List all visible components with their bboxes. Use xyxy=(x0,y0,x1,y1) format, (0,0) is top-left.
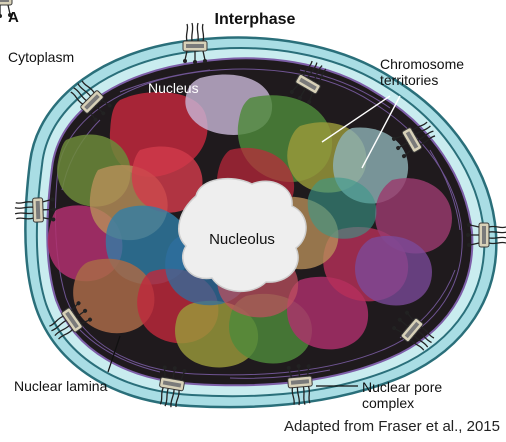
nucleolus-label: Nucleolus xyxy=(209,231,275,248)
credit-text: Adapted from Fraser et al., 2015 xyxy=(284,418,500,435)
panel-letter: A xyxy=(8,9,19,26)
nuclear-pore-complexes xyxy=(0,0,506,410)
nuclear-lamina-label: Nuclear lamina xyxy=(14,378,108,394)
chromosome-territories-line1: Chromosome xyxy=(380,56,464,72)
leader-lines xyxy=(321,95,401,169)
credit-bar: Adapted from Fraser et al., 2015 xyxy=(0,414,506,442)
cytoplasm-label: Cytoplasm xyxy=(8,49,74,65)
title: Interphase xyxy=(215,11,296,28)
chromosome-territories-line2: territories xyxy=(380,72,438,88)
leader-lines-dark xyxy=(107,335,358,387)
nucleolus xyxy=(178,177,307,293)
nucleus-label: Nucleus xyxy=(148,80,199,96)
nuclear-pore-complex-label: Nuclear pore complex xyxy=(362,379,446,411)
nuclear-pore-complex-line2: complex xyxy=(362,395,414,411)
nuclear-pore-complex-line1: Nuclear pore xyxy=(362,379,442,395)
chromosome-territories-label: Chromosome territories xyxy=(380,56,468,88)
